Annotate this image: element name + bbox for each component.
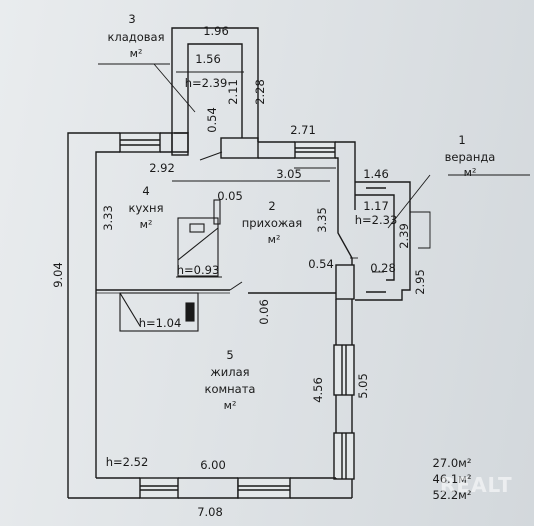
kitchen-stove (177, 217, 219, 277)
hall-door-offset: 0.54 (308, 257, 334, 271)
kitchen-window (119, 132, 161, 153)
hall-name: прихожая (242, 216, 302, 230)
storage-inner-depth: 2.11 (226, 79, 240, 105)
veranda-name: веранда (445, 150, 496, 164)
hall-area: м² (268, 233, 281, 246)
total-area-3: 52.2м² (433, 488, 472, 502)
stove-height: h=0.93 (177, 263, 220, 277)
dimension-lines (98, 63, 530, 273)
veranda-height: h=2.33 (355, 213, 398, 227)
chimney-width: 0.05 (217, 189, 243, 203)
storage-pillar-right (220, 137, 259, 159)
living-name-line2: комната (205, 382, 256, 396)
living-height: h=2.52 (106, 455, 149, 469)
total-area-1: 27.0м² (433, 456, 472, 470)
house-depth: 9.04 (51, 262, 65, 288)
storage-number: 3 (128, 12, 135, 26)
kitchen-name: кухня (129, 201, 164, 215)
house-width: 7.08 (197, 505, 223, 519)
hall-depth: 3.35 (315, 207, 329, 233)
kitchen-number: 4 (142, 184, 149, 198)
hall-window (294, 141, 336, 159)
partition-thickness: 0.06 (257, 299, 271, 325)
storage-name: кладовая (107, 30, 164, 44)
living-depth-outer: 5.05 (356, 373, 370, 399)
veranda-step: 0.28 (370, 261, 396, 275)
living-stove-height: h=1.04 (139, 316, 182, 330)
veranda-number: 1 (458, 133, 465, 147)
living-number: 5 (226, 348, 233, 362)
storage-outer-width: 1.96 (203, 24, 229, 38)
living-window-lower (333, 432, 355, 480)
veranda-inner-depth: 2.39 (397, 223, 411, 249)
living-area: м² (224, 399, 237, 412)
storage-pillar-left (171, 132, 189, 156)
living-window-upper (333, 344, 355, 396)
living-width: 6.00 (200, 458, 226, 472)
living-depth-inner: 4.56 (311, 377, 325, 403)
living-window-bottom-left (139, 477, 179, 499)
storage-area: м² (130, 47, 143, 60)
living-window-bottom-right (237, 477, 291, 499)
storage-outer-wall (171, 27, 259, 142)
veranda-outer-width: 1.46 (363, 167, 389, 181)
kitchen-area: м² (140, 218, 153, 231)
hall-number: 2 (268, 199, 275, 213)
hall-width: 3.05 (276, 167, 302, 181)
watermark: REALT (440, 473, 513, 497)
inner-wall-left (95, 151, 172, 478)
living-name-line1: жилая (210, 365, 249, 379)
veranda-area: м² (464, 166, 477, 179)
veranda-walls (355, 181, 411, 301)
storage-height: h=2.39 (185, 76, 228, 90)
hall-top-width: 2.71 (290, 123, 316, 137)
storage-outer-depth: 2.28 (253, 79, 267, 105)
partition-wall (96, 289, 336, 294)
kitchen-depth: 3.33 (101, 205, 115, 231)
stoves (119, 199, 222, 332)
storage-inner-wall (187, 43, 243, 138)
hall-right-pillar (335, 264, 355, 300)
storage-inner-width: 1.56 (195, 52, 221, 66)
veranda-outer-depth: 2.95 (413, 269, 427, 295)
total-area-2: 46.1м² (433, 472, 472, 486)
kitchen-width: 2.92 (149, 161, 175, 175)
living-stove (119, 292, 199, 332)
walls (67, 27, 431, 499)
veranda-inner-width: 1.17 (363, 199, 389, 213)
storage-door-offset: 0.54 (205, 107, 219, 133)
